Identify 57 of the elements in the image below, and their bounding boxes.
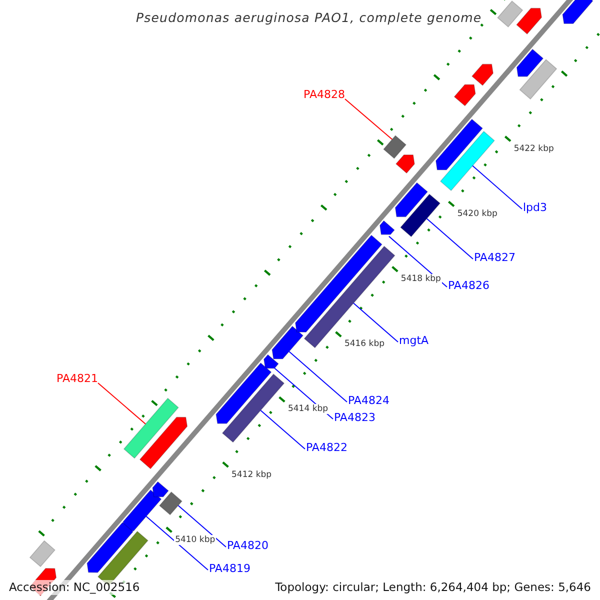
gene-bar [383,135,407,159]
gene-bar [440,130,495,192]
gene-label: PA4828 [304,88,345,102]
gene-block [272,326,304,360]
leader-line [146,516,208,570]
gene-block [471,64,494,86]
leader-line [178,504,226,548]
gene-label: PA4821 [56,372,98,386]
gene-label: PA4822 [306,441,348,455]
tick-label: 5420 kbp [456,208,498,219]
gene-label: PA4827 [474,251,516,265]
gene-block [263,354,279,369]
leader-line [98,382,146,425]
footer-text: Accession: NC_002516 [7,580,142,595]
gene-bar [400,194,441,238]
gene-bar [29,540,56,568]
gene-label: PA4819 [209,562,250,576]
gene-block [454,84,476,106]
gene-block [516,48,544,77]
tick-label: 5410 kbp [174,534,216,545]
gene-block [294,234,382,332]
gene-label: PA4826 [448,279,490,293]
gene-bar [123,398,179,459]
gene-block [152,481,169,498]
gene-label: mgtA [399,334,429,348]
gene-bar [304,246,396,348]
gene-label: PA4820 [227,539,268,553]
leader-line [472,165,522,210]
gene-block [86,522,134,573]
tick-label: 5422 kbp [512,144,555,154]
gene-bar [497,0,524,28]
tick-label: 5416 kbp [343,339,386,350]
gene-block [562,0,594,24]
gene-block [379,220,395,235]
gene-block [122,489,162,532]
tick-label: 5414 kbp [286,404,330,414]
gene-bar [222,374,285,443]
gene-block [394,182,428,218]
gene-block [516,8,542,35]
gene-bar [158,491,182,516]
leader-line [288,351,348,402]
footer-text: Topology: circular; Length: 6,264,404 bp; Genes: 5,646 [273,580,593,595]
gene-label: PA4823 [334,411,376,425]
gene-block [435,118,484,170]
gene-label: lpd3 [523,201,548,215]
tick-label: 5418 kbp [400,274,442,284]
gene-label: PA4824 [348,394,390,408]
map-title: Pseudomonas aeruginosa PAO1, complete genome [136,9,482,27]
gene-block [139,416,188,470]
leader-line [344,98,393,140]
gene-block [216,362,272,424]
gene-block [395,154,415,174]
gene-bar [519,59,558,100]
leader-line [260,410,306,450]
leader-line [353,302,398,342]
tick-label: 5412 kbp [230,470,273,480]
leader-line [426,218,474,260]
